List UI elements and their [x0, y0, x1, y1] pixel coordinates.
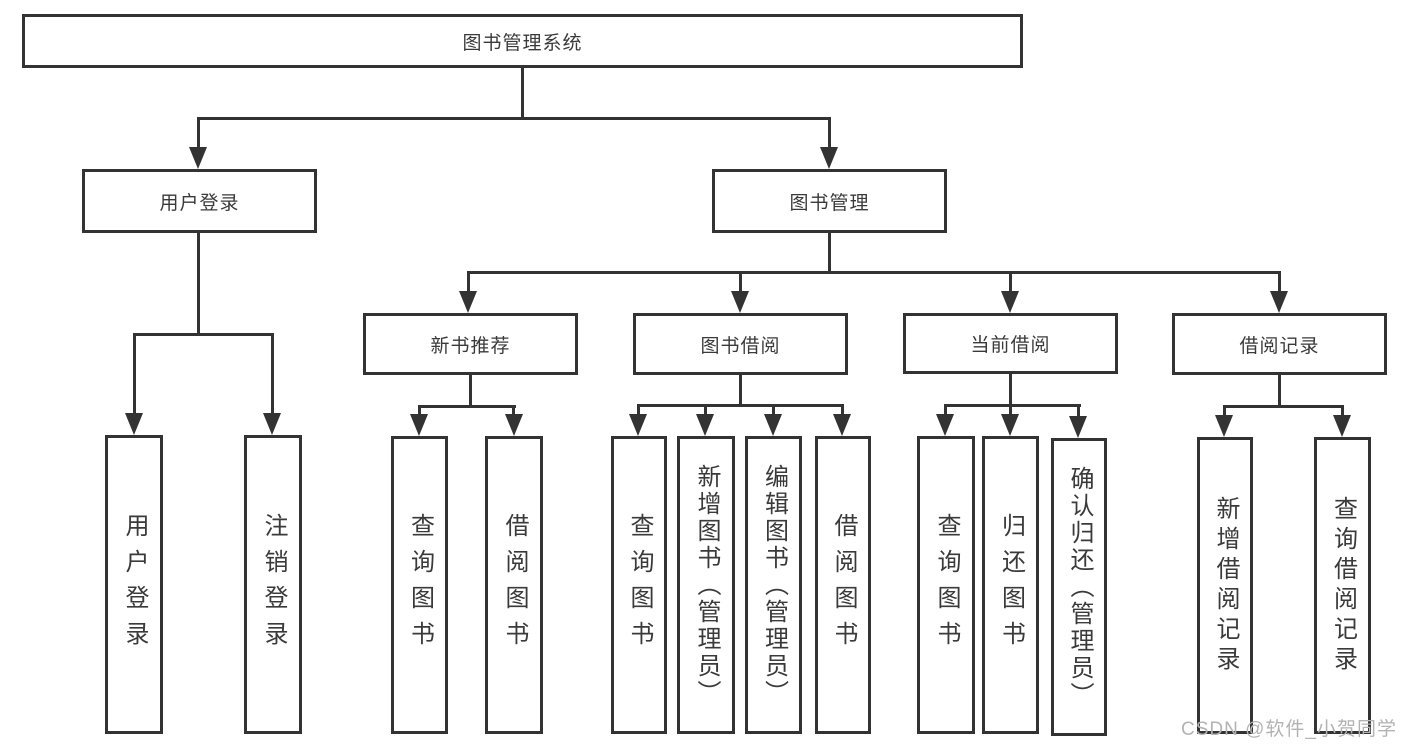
arrow-down-icon	[629, 414, 647, 436]
leaf-query-borrow-record: 查询借阅记录	[1314, 437, 1371, 734]
leaf-confirm-return-admin: 确认归还（管理员）	[1051, 438, 1107, 736]
arrow-down-icon	[1069, 416, 1087, 438]
connector-line	[271, 333, 274, 415]
node-label: 新增图书（管理员）	[693, 463, 720, 707]
node-label: 借阅图书	[501, 513, 528, 657]
connector-line	[1223, 405, 1226, 417]
node-label: 查询图书	[626, 513, 653, 657]
connector-line	[521, 68, 524, 119]
node-book-borrowing: 图书借阅	[633, 313, 848, 375]
node-label: 查询借阅记录	[1329, 495, 1357, 676]
connector-line	[467, 271, 1281, 274]
connector-line	[418, 405, 516, 408]
connector-line	[197, 117, 831, 120]
arrow-down-icon	[1333, 415, 1351, 437]
connector-line	[469, 375, 472, 407]
arrow-down-icon	[1001, 414, 1019, 436]
leaf-query-books: 查询图书	[917, 436, 975, 734]
connector-line	[1009, 374, 1012, 406]
connector-line	[1009, 271, 1012, 293]
node-new-book-recommend: 新书推荐	[363, 313, 578, 375]
connector-line	[1223, 405, 1343, 408]
arrow-down-icon	[1001, 291, 1019, 313]
node-label: 新增借阅记录	[1212, 495, 1239, 676]
leaf-logout: 注销登录	[244, 435, 302, 734]
connector-line	[133, 333, 136, 415]
node-label: 借阅图书	[830, 513, 857, 657]
arrow-down-icon	[410, 414, 428, 436]
arrow-down-icon	[459, 291, 477, 313]
connector-line	[637, 404, 640, 416]
connector-line	[841, 404, 844, 416]
arrow-down-icon	[263, 413, 281, 435]
connector-line	[467, 271, 470, 293]
node-label: 新书推荐	[430, 335, 511, 357]
arrow-down-icon	[833, 414, 851, 436]
node-user-login: 用户登录	[82, 169, 317, 233]
connector-line	[704, 404, 707, 416]
leaf-user-login: 用户登录	[105, 435, 163, 734]
connector-line	[1009, 404, 1012, 416]
leaf-add-books-admin: 新增图书（管理员）	[677, 436, 735, 734]
arrow-down-icon	[189, 147, 207, 169]
watermark: CSDN @软件_小贺同学	[1181, 719, 1397, 740]
connector-line	[1341, 405, 1344, 417]
connector-line	[772, 404, 775, 416]
arrow-down-icon	[505, 414, 523, 436]
connector-line	[197, 233, 200, 336]
connector-line	[512, 405, 515, 416]
connector-line	[739, 375, 742, 406]
node-book-management: 图书管理	[712, 169, 947, 233]
leaf-return-books: 归还图书	[982, 436, 1039, 734]
arrow-down-icon	[731, 291, 749, 313]
arrow-down-icon	[696, 414, 714, 436]
node-current-borrowing: 当前借阅	[903, 313, 1118, 374]
leaf-edit-books-admin: 编辑图书（管理员）	[745, 436, 802, 734]
connector-line	[739, 271, 742, 293]
arrow-down-icon	[1270, 291, 1288, 313]
arrow-down-icon	[764, 414, 782, 436]
connector-line	[1278, 375, 1281, 407]
arrow-down-icon	[820, 147, 838, 169]
leaf-add-borrow-record: 新增借阅记录	[1197, 437, 1253, 734]
connector-line	[828, 117, 831, 149]
node-label: 用户登录	[159, 192, 240, 214]
leaf-query-books: 查询图书	[391, 436, 448, 734]
connector-line	[1077, 404, 1080, 418]
node-label: 编辑图书（管理员）	[760, 463, 788, 707]
arrow-down-icon	[125, 413, 143, 435]
node-label: 借阅记录	[1239, 335, 1320, 357]
connector-line	[1278, 271, 1281, 293]
connector-line	[637, 404, 843, 407]
connector-line	[944, 404, 1081, 407]
node-label: 当前借阅	[970, 335, 1051, 356]
connector-line	[418, 405, 421, 416]
leaf-borrow-books: 借阅图书	[815, 436, 871, 734]
node-label: 确认归还（管理员）	[1066, 465, 1093, 709]
node-label: 查询图书	[406, 513, 434, 657]
node-label: 归还图书	[997, 513, 1025, 657]
node-system-root: 图书管理系统	[22, 14, 1023, 68]
node-label: 查询图书	[933, 513, 960, 657]
connector-line	[197, 117, 200, 149]
node-label: 注销登录	[260, 512, 287, 657]
node-label: 图书借阅	[700, 335, 781, 357]
arrow-down-icon	[1215, 415, 1233, 437]
leaf-query-books: 查询图书	[611, 436, 667, 734]
node-label: 图书管理	[789, 192, 870, 214]
node-label: 用户登录	[121, 512, 148, 657]
node-borrowing-records: 借阅记录	[1172, 313, 1387, 375]
connector-line	[828, 233, 831, 273]
arrow-down-icon	[936, 414, 954, 436]
leaf-borrow-books: 借阅图书	[485, 436, 543, 734]
node-label: 图书管理系统	[462, 32, 583, 54]
connector-line	[133, 333, 274, 336]
connector-line	[944, 404, 947, 416]
